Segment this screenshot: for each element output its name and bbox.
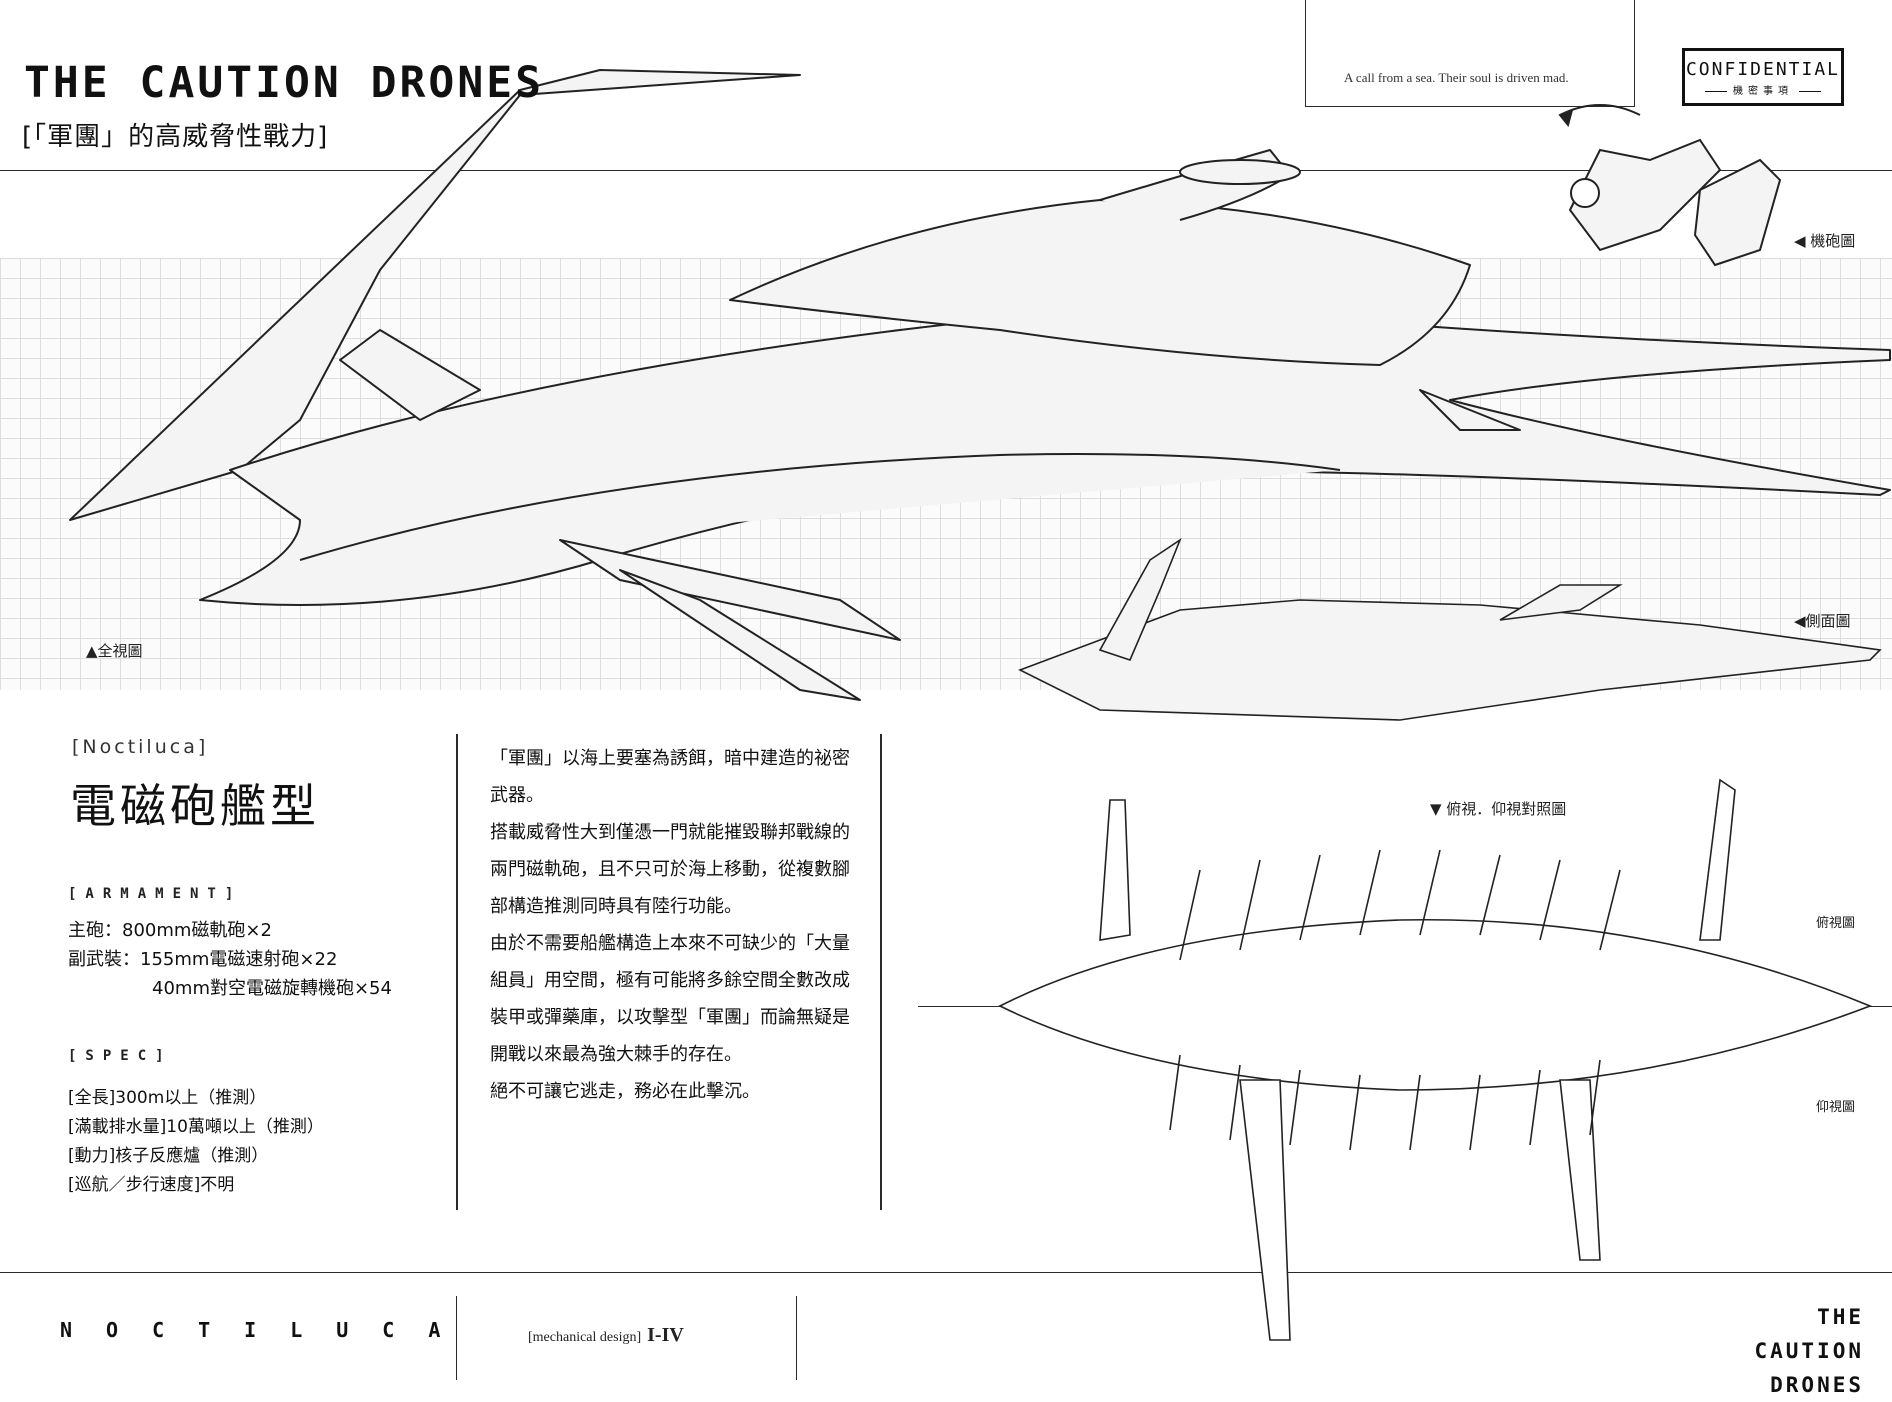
footer-divider-b	[796, 1296, 797, 1380]
page-title: THE CAUTION DRONES	[24, 58, 544, 108]
description: 「軍團」以海上要塞為誘餌，暗中建造的祕密武器。 搭載威脅性大到僅憑一門就能摧毀聯…	[490, 740, 860, 1110]
footer-brand: THE CAUTION DRONES	[1712, 1300, 1864, 1402]
gun-view-label: ◀ 機砲圖	[1794, 232, 1856, 250]
description-paragraph: 由於不需要船艦構造上本來不可缺少的「大量組員」用空間，極有可能將多餘空間全數改成…	[490, 933, 850, 1065]
compare-view-label: ▼ 俯視．仰視對照圖	[1430, 800, 1567, 818]
bottom-view-label: 仰視圖	[1816, 1100, 1856, 1115]
profile-divider	[456, 734, 458, 1210]
side-view-label: ◀側面圖	[1794, 612, 1851, 630]
top-bottom-comparison-ship	[998, 778, 1873, 1341]
unit-name-cn: 電磁砲艦型	[70, 779, 320, 833]
footer-mech-label: [mechanical design]	[528, 1330, 642, 1345]
footer-mech-number: I-IV	[647, 1324, 684, 1346]
top-view-label: 俯視圖	[1816, 916, 1856, 931]
armament-line: 副武裝：155mm電磁速射砲×22	[68, 949, 338, 970]
tagline: A call from a sea. Their soul is driven …	[1344, 70, 1569, 85]
header-rule-short	[1305, 106, 1635, 107]
spec-line: [動力]核子反應爐（推測）	[68, 1146, 269, 1166]
footer-divider-a	[456, 1296, 457, 1380]
armament-line: 40mm對空電磁旋轉機砲×54	[152, 978, 392, 999]
spec-line: [巡航／步行速度]不明	[68, 1175, 235, 1195]
footer-brand-line: DRONES	[1770, 1373, 1864, 1397]
confidential-sublabel: 機密事項	[1685, 82, 1841, 97]
main-ship-full-view	[69, 69, 1891, 701]
armament-line: 主砲：800mm磁軌砲×2	[68, 920, 272, 941]
spec-line: [全長]300m以上（推測）	[68, 1088, 267, 1108]
gun-turret-detail	[1558, 104, 1782, 267]
footer-brand-line: THE CAUTION	[1754, 1305, 1864, 1363]
confidential-stamp: CONFIDENTIAL 機密事項	[1682, 48, 1844, 106]
side-view-ship	[1018, 537, 1882, 721]
unit-name-en: [Noctiluca]	[72, 736, 209, 758]
description-paragraph: 「軍團」以海上要塞為誘餌，暗中建造的祕密武器。	[490, 748, 850, 806]
spec-heading: [SPEC]	[68, 1048, 173, 1064]
page-subtitle: [「軍團」的高威脅性戰力]	[22, 122, 329, 152]
description-paragraph: 絕不可讓它逃走，務必在此擊沉。	[490, 1081, 760, 1102]
header-divider-left	[1305, 0, 1306, 106]
header-divider-right	[1634, 0, 1635, 106]
description-paragraph: 搭載威脅性大到僅憑一門就能摧毀聯邦戰線的兩門磁軌砲，且不只可於海上移動，從複數腳…	[490, 822, 850, 917]
spec-line: [滿載排水量]10萬噸以上（推測）	[68, 1117, 324, 1137]
header-rule	[0, 170, 1892, 171]
footer-unit-name: NOCTILUCA	[60, 1318, 475, 1342]
armament-heading: [ARMAMENT]	[68, 886, 243, 902]
footer-section: [mechanical design] I-IV	[528, 1324, 684, 1347]
description-divider	[880, 734, 882, 1210]
footer-rule	[0, 1272, 1892, 1273]
confidential-label: CONFIDENTIAL	[1685, 59, 1841, 80]
full-view-label: ▲全視圖	[86, 642, 143, 660]
